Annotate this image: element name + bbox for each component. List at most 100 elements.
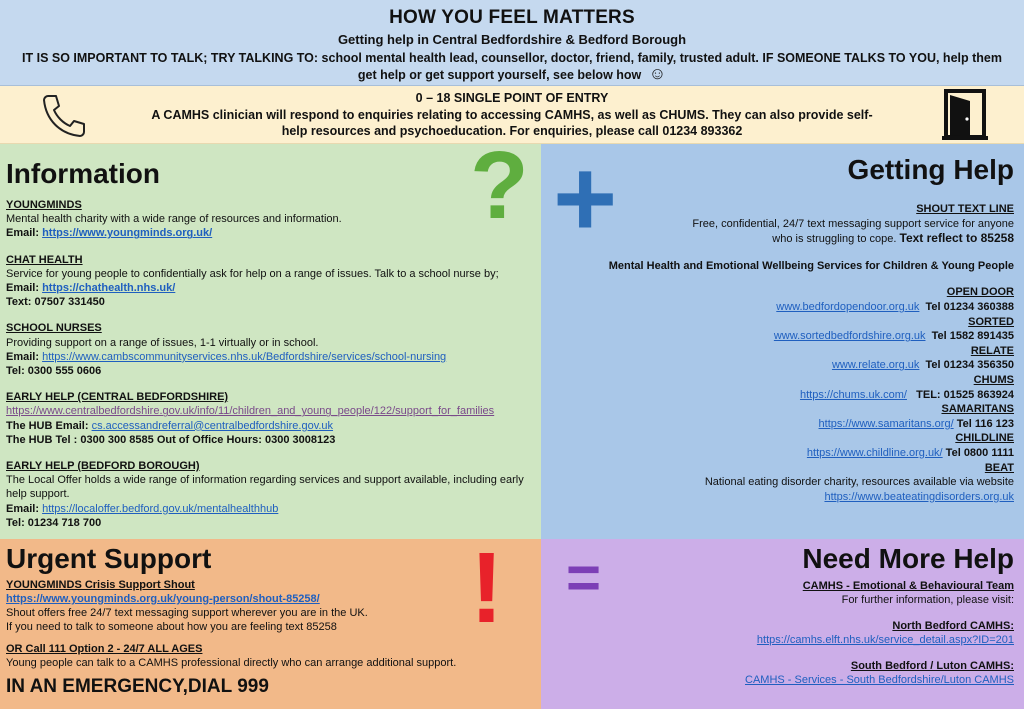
chathealth-desc: Service for young people to confidential… — [6, 267, 499, 280]
services-heading: Mental Health and Emotional Wellbeing Se… — [608, 259, 1014, 272]
relate-tel: Tel 01234 356350 — [925, 359, 1014, 372]
spoe-text: A CAMHS clinician will respond to enquir… — [151, 108, 873, 138]
youngminds-email-row: Email: https://www.youngminds.org.uk/ — [6, 226, 535, 240]
opendoor-heading: OPEN DOOR — [946, 286, 1014, 299]
south-bedford-heading: South Bedford / Luton CAMHS: — [850, 660, 1014, 672]
early-help-bedford-block: EARLY HELP (BEDFORD BOROUGH) The Local O… — [6, 459, 535, 530]
opendoor-link[interactable]: www.bedfordopendoor.org.uk — [776, 300, 920, 313]
talk-text-body: IT IS SO IMPORTANT TO TALK; TRY TALKING … — [22, 51, 1002, 82]
email-label: Email: — [6, 502, 40, 515]
email-label: Email: — [6, 227, 40, 240]
single-point-of-entry: 0 – 18 SINGLE POINT OF ENTRY A CAMHS cli… — [0, 86, 1024, 144]
question-mark-icon: ? — [470, 132, 529, 239]
emergency-text: IN AN EMERGENCY,DIAL 999 — [6, 676, 269, 697]
crisis-shout-heading: YOUNGMINDS Crisis Support Shout — [6, 579, 195, 591]
getting-help-title: Getting Help — [847, 154, 1014, 185]
hub-email-label: The HUB Email: — [6, 419, 89, 432]
south-bedford-link[interactable]: CAMHS - Services - South Bedfordshire/Lu… — [745, 674, 1014, 686]
opendoor-row: www.bedfordopendoor.org.uk Tel 01234 360… — [551, 300, 1014, 315]
crisis-shout-line-1: Shout offers free 24/7 text messaging su… — [6, 607, 368, 619]
chathealth-link[interactable]: https://chathealth.nhs.uk/ — [42, 282, 176, 295]
relate-row: www.relate.org.uk Tel 01234 356350 — [551, 358, 1014, 373]
page-title: HOW YOU FEEL MATTERS — [389, 7, 635, 28]
early-help-central-heading: EARLY HELP (CENTRAL BEDFORDSHIRE) — [6, 391, 229, 404]
childline-row: https://www.childline.org.uk/ Tel 0800 1… — [551, 446, 1014, 461]
chathealth-block: CHAT HEALTH Service for young people to … — [6, 253, 535, 310]
camhs-desc: For further information, please visit: — [841, 594, 1014, 606]
chums-tel: TEL: 01525 863924 — [916, 388, 1014, 401]
chums-row: https://chums.uk.com/ TEL: 01525 863924 — [551, 388, 1014, 403]
opendoor-tel: Tel 01234 360388 — [925, 300, 1014, 313]
information-section: Information YOUNGMINDS Mental health cha… — [0, 144, 541, 539]
spoe-title: 0 – 18 SINGLE POINT OF ENTRY — [415, 91, 609, 105]
samaritans-link[interactable]: https://www.samaritans.org/ — [818, 417, 954, 430]
school-nurses-email-row: Email: https://www.cambscommunityservice… — [6, 350, 535, 364]
need-more-help-section: Need More Help CAMHS - Emotional & Behav… — [541, 539, 1024, 709]
sorted-link[interactable]: www.sortedbedfordshire.org.uk — [773, 330, 926, 343]
crisis-shout-line-2: If you need to talk to someone about how… — [6, 621, 337, 633]
early-help-central-block: EARLY HELP (CENTRAL BEDFORDSHIRE) https:… — [6, 390, 535, 447]
early-help-bedford-tel: Tel: 01234 718 700 — [6, 516, 102, 529]
chums-link[interactable]: https://chums.uk.com/ — [799, 388, 907, 401]
shout-line-2a: who is struggling to cope. — [772, 233, 897, 246]
shout-heading: SHOUT TEXT LINE — [916, 203, 1014, 215]
school-nurses-block: SCHOOL NURSES Providing support on a ran… — [6, 321, 535, 378]
need-more-help-title: Need More Help — [802, 543, 1014, 574]
childline-tel: Tel 0800 1111 — [942, 446, 1014, 459]
sorted-heading: SORTED — [968, 315, 1014, 328]
youngminds-heading: YOUNGMINDS — [6, 199, 82, 211]
shout-text-code: Text reflect to 85258 — [899, 231, 1015, 246]
shout-line-1: Free, confidential, 24/7 text messaging … — [692, 217, 1014, 230]
camhs-heading: CAMHS - Emotional & Behavioural Team — [802, 580, 1014, 592]
email-label: Email: — [6, 282, 40, 295]
equals-icon: = — [566, 544, 602, 611]
early-help-bedford-heading: EARLY HELP (BEDFORD BOROUGH) — [6, 460, 200, 473]
samaritans-heading: SAMARITANS — [941, 403, 1014, 416]
sorted-tel: Tel 1582 891435 — [931, 330, 1014, 343]
sorted-row: www.sortedbedfordshire.org.uk Tel 1582 8… — [551, 329, 1014, 344]
beat-desc: National eating disorder charity, resour… — [704, 476, 1014, 489]
childline-link[interactable]: https://www.childline.org.uk/ — [806, 446, 943, 459]
call-111-heading: OR Call 111 Option 2 - 24/7 ALL AGES — [6, 643, 203, 655]
beat-heading: BEAT — [984, 461, 1014, 474]
local-offer-link[interactable]: https://localoffer.bedford.gov.uk/mental… — [42, 502, 279, 515]
smiley-icon: ☺ — [648, 64, 667, 83]
youngminds-link[interactable]: https://www.youngminds.org.uk/ — [42, 227, 213, 240]
school-nurses-tel: Tel: 0300 555 0606 — [6, 365, 102, 378]
school-nurses-link[interactable]: https://www.cambscommunityservices.nhs.u… — [42, 350, 447, 363]
call-111-desc: Young people can talk to a CAMHS profess… — [6, 657, 457, 669]
youngminds-desc: Mental health charity with a wide range … — [6, 213, 342, 226]
chums-heading: CHUMS — [973, 373, 1014, 386]
exclamation-icon: ! — [470, 532, 504, 644]
hub-email-link[interactable]: cs.accessandreferral@centralbedfordshire… — [91, 419, 334, 432]
school-nurses-desc: Providing support on a range of issues, … — [6, 336, 319, 349]
exit-door-icon — [942, 89, 988, 140]
early-help-bedford-desc: The Local Offer holds a wide range of in… — [6, 474, 524, 501]
early-help-central-link[interactable]: https://www.centralbedfordshire.gov.uk/i… — [6, 405, 495, 418]
north-bedford-link[interactable]: https://camhs.elft.nhs.uk/service_detail… — [756, 634, 1014, 646]
chathealth-text-number: Text: 07507 331450 — [6, 296, 105, 309]
hub-tel: The HUB Tel : 0300 300 8585 Out of Offic… — [6, 433, 336, 446]
samaritans-tel: Tel 116 123 — [953, 417, 1014, 430]
getting-help-section: Getting Help SHOUT TEXT LINE Free, confi… — [541, 144, 1024, 539]
samaritans-row: https://www.samaritans.org/ Tel 116 123 — [551, 417, 1014, 432]
email-label: Email: — [6, 350, 40, 363]
school-nurses-heading: SCHOOL NURSES — [6, 322, 102, 335]
hub-email-row: The HUB Email: cs.accessandreferral@cent… — [6, 419, 535, 433]
childline-heading: CHILDLINE — [955, 432, 1014, 445]
relate-heading: RELATE — [970, 344, 1014, 357]
information-title: Information — [6, 158, 160, 189]
chathealth-heading: CHAT HEALTH — [6, 253, 83, 266]
youngminds-block: YOUNGMINDS Mental health charity with a … — [6, 198, 535, 241]
urgent-support-title: Urgent Support — [6, 543, 212, 574]
beat-link[interactable]: https://www.beateatingdisorders.org.uk — [824, 490, 1014, 503]
shout-line-2: who is struggling to cope. Text reflect … — [551, 231, 1014, 247]
urgent-support-section: Urgent Support YOUNGMINDS Crisis Support… — [0, 539, 541, 709]
early-help-bedford-email-row: Email: https://localoffer.bedford.gov.uk… — [6, 502, 535, 516]
crisis-shout-link[interactable]: https://www.youngminds.org.uk/young-pers… — [6, 593, 320, 605]
relate-link[interactable]: www.relate.org.uk — [831, 359, 920, 372]
chathealth-email-row: Email: https://chathealth.nhs.uk/ — [6, 281, 535, 295]
talk-text: IT IS SO IMPORTANT TO TALK; TRY TALKING … — [0, 50, 1024, 83]
plus-icon: + — [553, 137, 618, 260]
page-subtitle: Getting help in Central Bedfordshire & B… — [337, 32, 687, 47]
